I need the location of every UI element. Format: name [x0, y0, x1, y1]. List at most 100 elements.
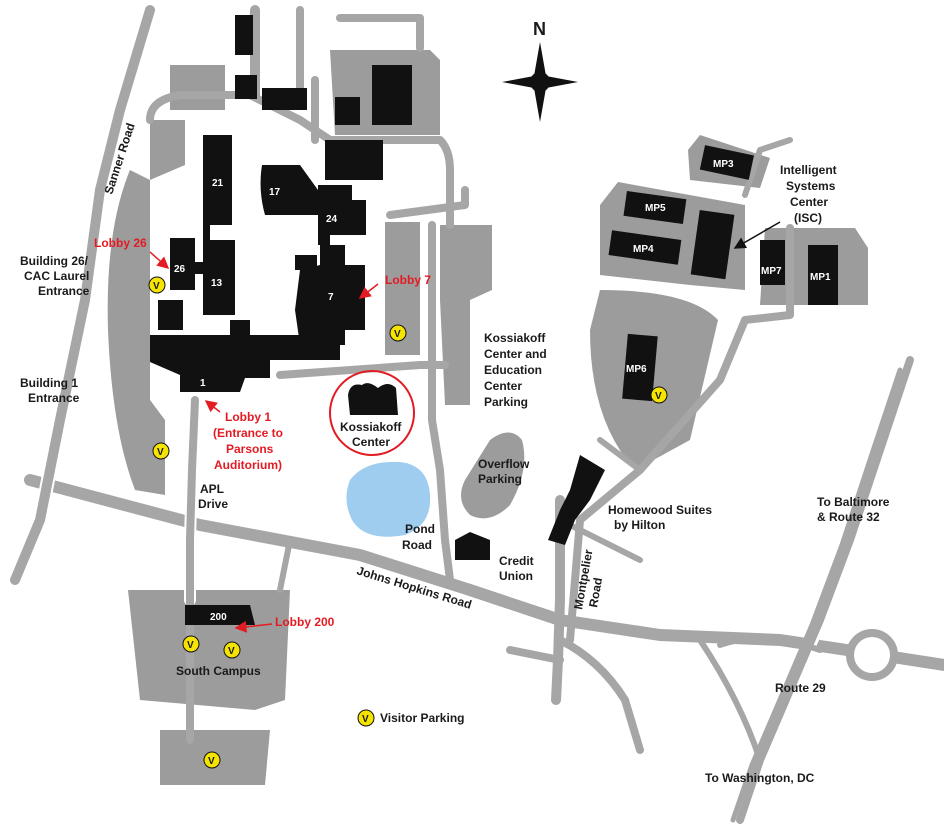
building-numbers: 21 17 24 26 13 7 1 200 MP3 MP5 MP4 MP6 M… [174, 159, 831, 623]
credit-union-building [455, 532, 490, 560]
lobby-1-label-3: Parsons [226, 442, 274, 456]
building-24-number: 24 [326, 214, 338, 225]
pond [346, 461, 431, 537]
visitor-marker-south: V [203, 751, 221, 769]
building26-label-3: Entrance [38, 284, 90, 298]
visitor-markers: V V V V V V V V [148, 276, 668, 769]
building26-label-1: Building 26/ [20, 254, 89, 268]
apl-drive-label-1: APL [200, 482, 224, 496]
building-mp5 [623, 190, 687, 225]
building-top-2 [235, 75, 257, 99]
kossiakoff-center-label-1: Kossiakoff [340, 420, 402, 434]
visitor-marker-200a: V [182, 635, 200, 653]
building-isc [690, 209, 735, 280]
lobby-26-label: Lobby 26 [94, 236, 147, 250]
lobby-1-label-4: Auditorium) [214, 458, 282, 472]
kcec-parking-label-4: Center [484, 379, 522, 393]
baltimore-label-1: To Baltimore [817, 495, 890, 509]
svg-text:V: V [153, 281, 160, 292]
building-mp7 [760, 240, 785, 285]
roads [8, 3, 944, 824]
homewood-label-1: Homewood Suites [608, 503, 712, 517]
kcec-parking-label-1: Kossiakoff [484, 331, 546, 345]
overflow-label-2: Parking [478, 472, 522, 486]
south-campus-label: South Campus [176, 664, 261, 678]
kcec-parking-label-2: Center and [484, 347, 547, 361]
isc-label-2: Systems [786, 179, 836, 193]
building-7-number: 7 [328, 292, 334, 303]
building-mp5-number: MP5 [645, 203, 666, 214]
isc-label-4: (ISC) [794, 211, 822, 225]
building-21 [203, 135, 232, 240]
building-mp6 [622, 333, 658, 402]
visitor-marker-200b: V [223, 641, 241, 659]
north-west-lot [150, 120, 185, 180]
building-mp4-number: MP4 [633, 244, 654, 255]
isc-label-1: Intelligent [780, 163, 837, 177]
visitor-marker-mp6: V [650, 386, 668, 404]
west-parking-lot [107, 170, 165, 495]
baltimore-label-2: & Route 32 [817, 510, 880, 524]
lobby-200-label: Lobby 200 [275, 615, 335, 629]
building-mp3-number: MP3 [713, 159, 734, 170]
lobby-7-label: Lobby 7 [385, 273, 431, 287]
isc-label-3: Center [790, 195, 828, 209]
montpelier-road-label-2: Road [586, 577, 605, 609]
kossiakoff-center-label-2: Center [352, 435, 390, 449]
homewood-label-2: by Hilton [614, 518, 665, 532]
building-mp1 [808, 245, 838, 305]
kcec-parking-label-3: Education [484, 363, 542, 377]
building-mp6-number: MP6 [626, 364, 647, 375]
lobby-labels: Lobby 26 Lobby 7 Lobby 1 (Entrance to Pa… [94, 236, 431, 629]
kcec-parking-lot [440, 225, 492, 405]
lobby-arrows [149, 251, 379, 633]
visitor-marker-1: V [152, 442, 170, 460]
building-1 [150, 335, 340, 392]
building-200 [185, 605, 255, 625]
washington-label: To Washington, DC [705, 771, 815, 785]
svg-text:V: V [208, 756, 215, 767]
kossiakoff-center-building [348, 383, 398, 415]
svg-text:V: V [394, 329, 401, 340]
homewood-suites-building [548, 455, 605, 545]
building-24 [318, 185, 366, 245]
visitor-parking-label: Visitor Parking [380, 711, 464, 725]
building-26 [170, 238, 195, 290]
building-26-number: 26 [174, 264, 186, 275]
apl-drive-label-2: Drive [198, 497, 228, 511]
lobby7-lot [385, 222, 420, 355]
compass-north-label: N [533, 19, 546, 39]
route29-label: Route 29 [775, 681, 826, 695]
mp6-lot [590, 290, 718, 470]
building-17-number: 17 [269, 187, 281, 198]
building-13-number: 13 [211, 278, 223, 289]
svg-text:V: V [362, 714, 369, 725]
kcec-parking-label-5: Parking [484, 395, 528, 409]
building1-label-1: Building 1 [20, 376, 78, 390]
building-mp1-number: MP1 [810, 272, 831, 283]
lobby-1-label-2: (Entrance to [213, 426, 283, 440]
visitor-marker-legend: V [357, 709, 375, 727]
building-top-dot [235, 42, 245, 52]
credit-union-label-2: Union [499, 569, 533, 583]
isc-arrow [733, 221, 781, 249]
building-mp7-number: MP7 [761, 266, 782, 277]
building-200-number: 200 [210, 612, 227, 623]
building-1-number: 1 [200, 378, 206, 389]
lobby-1-label-1: Lobby 1 [225, 410, 271, 424]
pond-road-label-1: Pond [405, 522, 435, 536]
svg-text:V: V [187, 640, 194, 651]
buildings [150, 15, 838, 625]
building-17 [260, 165, 318, 215]
overflow-parking-lot [461, 432, 525, 519]
building-top-3 [262, 88, 307, 110]
roundabout [846, 629, 898, 681]
visitor-marker-7: V [389, 324, 407, 342]
building-top-4 [372, 65, 412, 125]
building-top-6 [325, 140, 383, 180]
svg-text:V: V [228, 646, 235, 657]
building-13 [203, 240, 235, 315]
building-mp4 [608, 230, 682, 265]
pond-road [428, 221, 454, 584]
